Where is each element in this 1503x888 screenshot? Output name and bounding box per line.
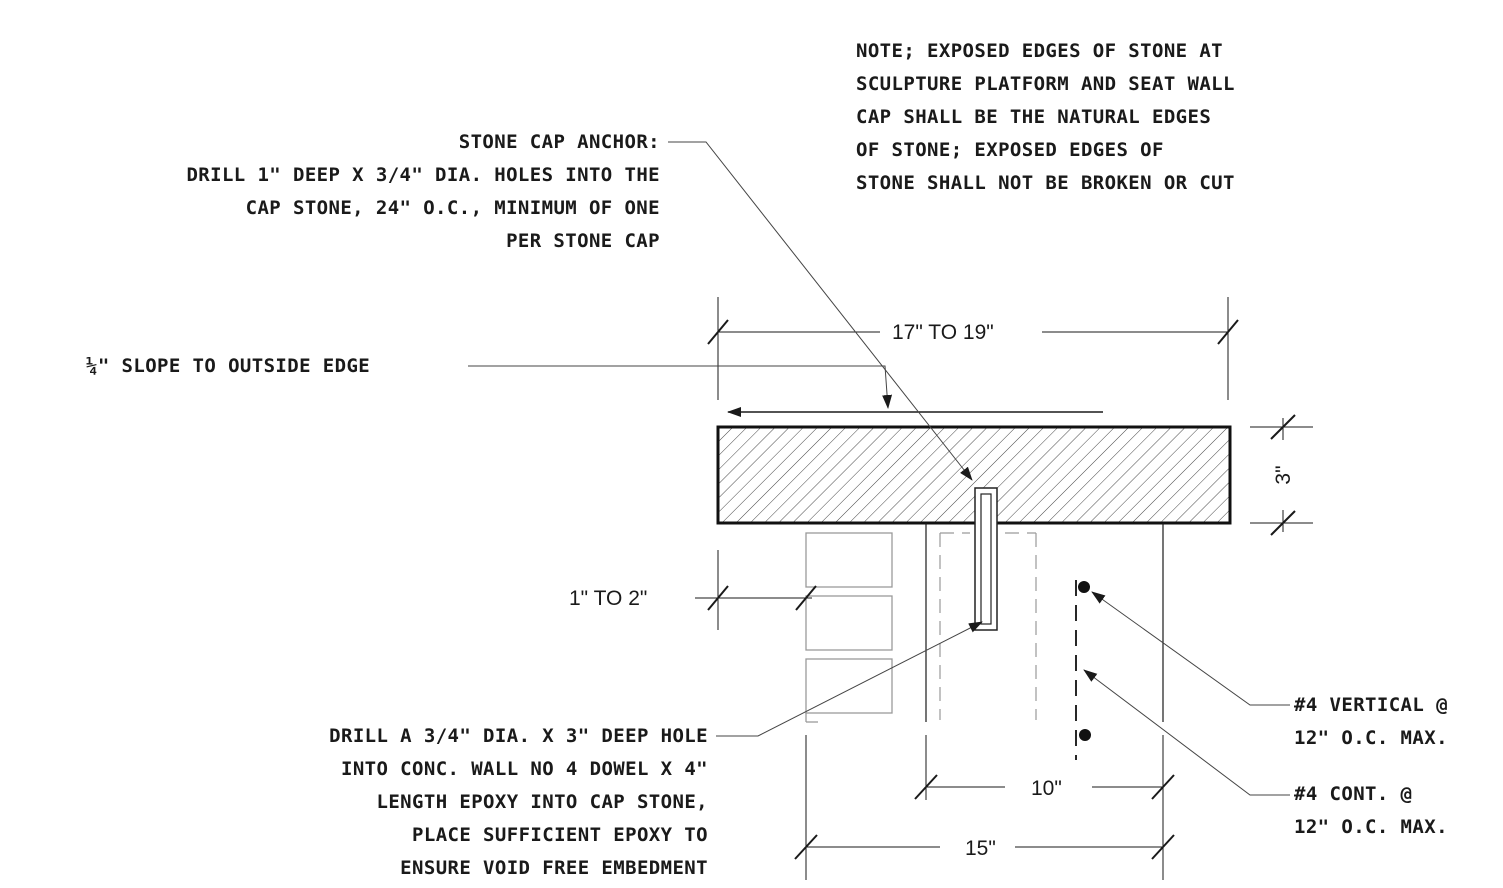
vertical-bar-callout: #4 VERTICAL @ 12" O.C. MAX. <box>1294 689 1448 755</box>
general-note-line: OF STONE; EXPOSED EDGES OF <box>856 139 1164 161</box>
leaders <box>468 141 1290 796</box>
concrete-wall <box>925 523 1164 722</box>
dowel-callout: DRILL A 3/4" DIA. X 3" DEEP HOLE INTO CO… <box>329 720 708 885</box>
dim-cap-width <box>707 319 1239 345</box>
anchor-callout-line: PER STONE CAP <box>506 230 660 252</box>
dowel-callout-line: INTO CONC. WALL NO 4 DOWEL X 4" <box>340 758 708 780</box>
dim-cap-thickness <box>1270 414 1296 536</box>
dowel-callout-line: ENSURE VOID FREE EMBEDMENT <box>400 857 708 879</box>
anchor-callout-line: CAP STONE, 24" O.C., MINIMUM OF ONE <box>245 197 660 219</box>
extension-lines <box>717 297 1313 880</box>
dowel-callout-line: DRILL A 3/4" DIA. X 3" DEEP HOLE <box>329 725 708 747</box>
dowel-callout-line: LENGTH EPOXY INTO CAP STONE, <box>376 791 708 813</box>
general-note-line: SCULPTURE PLATFORM AND SEAT WALL <box>856 73 1235 95</box>
anchor-callout: STONE CAP ANCHOR: DRILL 1" DEEP X 3/4" D… <box>186 126 660 258</box>
general-note-line: NOTE; EXPOSED EDGES OF STONE AT <box>856 40 1224 62</box>
general-note-line: STONE SHALL NOT BE BROKEN OR CUT <box>856 172 1235 194</box>
cont-bar-callout: #4 CONT. @ 12" O.C. MAX. <box>1294 778 1448 844</box>
hidden-lines <box>939 532 1037 720</box>
anchor-callout-line: STONE CAP ANCHOR: <box>458 131 660 153</box>
general-note: NOTE; EXPOSED EDGES OF STONE AT SCULPTUR… <box>856 35 1235 200</box>
slope-callout-text: ¼" SLOPE TO OUTSIDE EDGE <box>86 355 371 377</box>
dim-overall-width <box>794 834 1175 860</box>
general-note-line: CAP SHALL BE THE NATURAL EDGES <box>856 106 1212 128</box>
anchor-callout-line: DRILL 1" DEEP X 3/4" DIA. HOLES INTO THE <box>186 164 660 186</box>
dowel-callout-line: PLACE SUFFICIENT EPOXY TO <box>412 824 708 846</box>
dim-veneer-offset <box>695 585 817 611</box>
stone-cap <box>716 425 1232 525</box>
dowel <box>980 493 992 625</box>
vertical-rebar-top <box>1078 581 1090 593</box>
dim-text-wall-width: 10" <box>1031 777 1062 800</box>
vertical-rebar-bottom <box>1079 729 1091 741</box>
slope-callout: ¼" SLOPE TO OUTSIDE EDGE <box>86 350 370 383</box>
dim-text-cap-width: 17" TO 19" <box>892 321 994 344</box>
cont-bar-callout-line: #4 CONT. @ <box>1294 783 1413 805</box>
cont-bar-callout-line: 12" O.C. MAX. <box>1294 816 1448 838</box>
vertical-bar-callout-line: #4 VERTICAL @ <box>1294 694 1448 716</box>
dim-text-veneer-offset: 1" TO 2" <box>569 587 647 610</box>
dim-wall-width <box>914 774 1175 800</box>
dim-text-cap-thickness: 3" <box>1272 465 1295 484</box>
vertical-bar-callout-line: 12" O.C. MAX. <box>1294 727 1448 749</box>
veneer-stones <box>805 532 893 723</box>
dim-text-overall-width: 15" <box>965 837 996 860</box>
